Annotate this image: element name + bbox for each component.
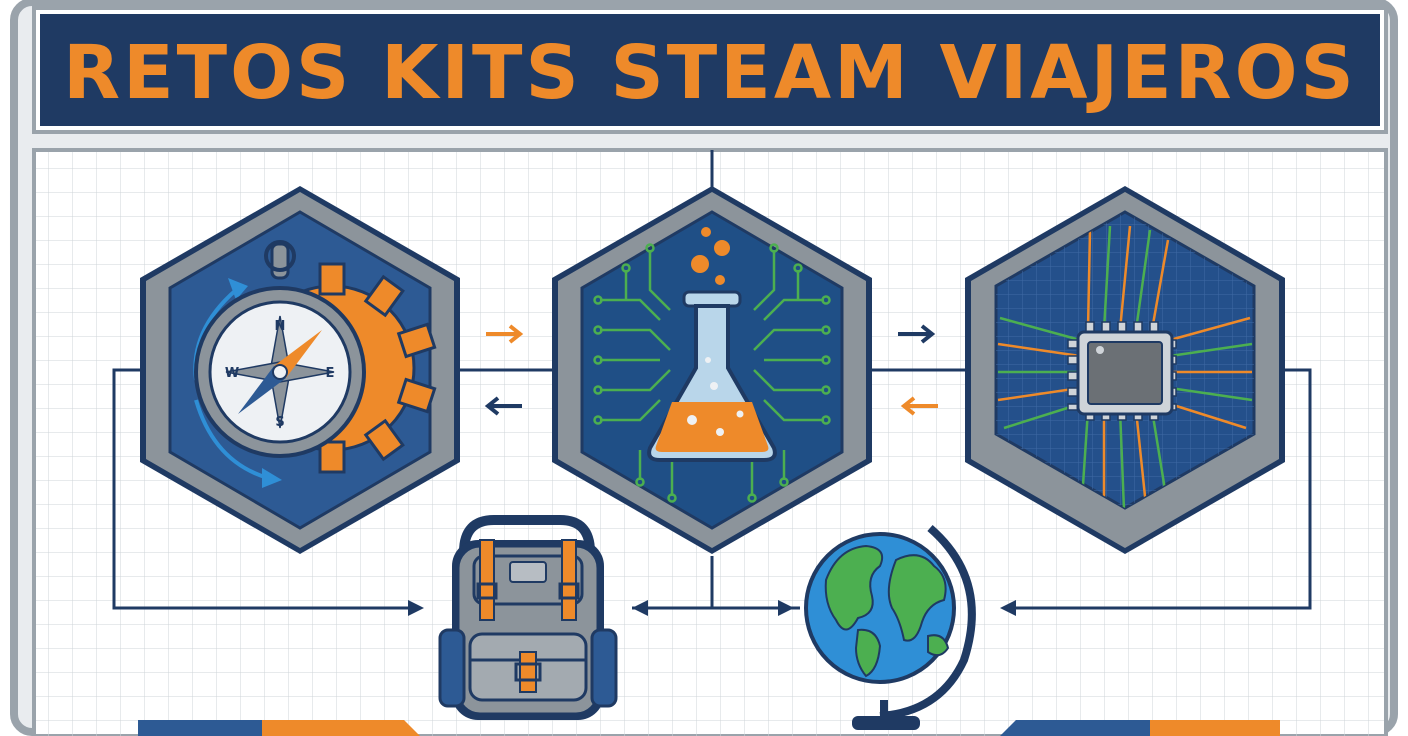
flow-arrows — [484, 324, 938, 416]
page-title: RETOS KITS STEAM VIAJEROS — [63, 30, 1357, 116]
arrow-right-globe — [778, 600, 794, 616]
globe-icon — [804, 524, 976, 730]
bottom-tabs — [138, 720, 1280, 736]
compass-north: N — [275, 319, 286, 334]
arrow-left-backpack — [632, 600, 648, 616]
compass-south: S — [275, 415, 284, 430]
compass-icon: N S E W — [194, 240, 366, 458]
compass-west: W — [225, 366, 239, 381]
compass-hex: N S E W — [140, 186, 460, 554]
chip-hex — [965, 186, 1285, 554]
flask-icon — [647, 227, 777, 462]
flask-hex — [552, 186, 872, 554]
arrow-left-globe — [1000, 600, 1016, 616]
arrow-left-navy — [484, 396, 522, 416]
line-arrowheads — [408, 600, 1016, 616]
arrow-to-backpack — [408, 600, 424, 616]
backpack-icon — [438, 515, 618, 720]
microchip-icon — [1067, 321, 1177, 421]
header-banner: RETOS KITS STEAM VIAJEROS — [32, 6, 1388, 134]
chip-traces — [997, 225, 1253, 508]
arrow-right-navy — [898, 324, 936, 344]
connector-lines — [112, 150, 1312, 610]
compass-east: E — [326, 366, 335, 381]
rotation-arrow-bottom — [194, 399, 269, 480]
circuit-traces — [593, 243, 831, 503]
arrow-left-orange — [900, 396, 938, 416]
arrow-right-orange — [486, 324, 524, 344]
